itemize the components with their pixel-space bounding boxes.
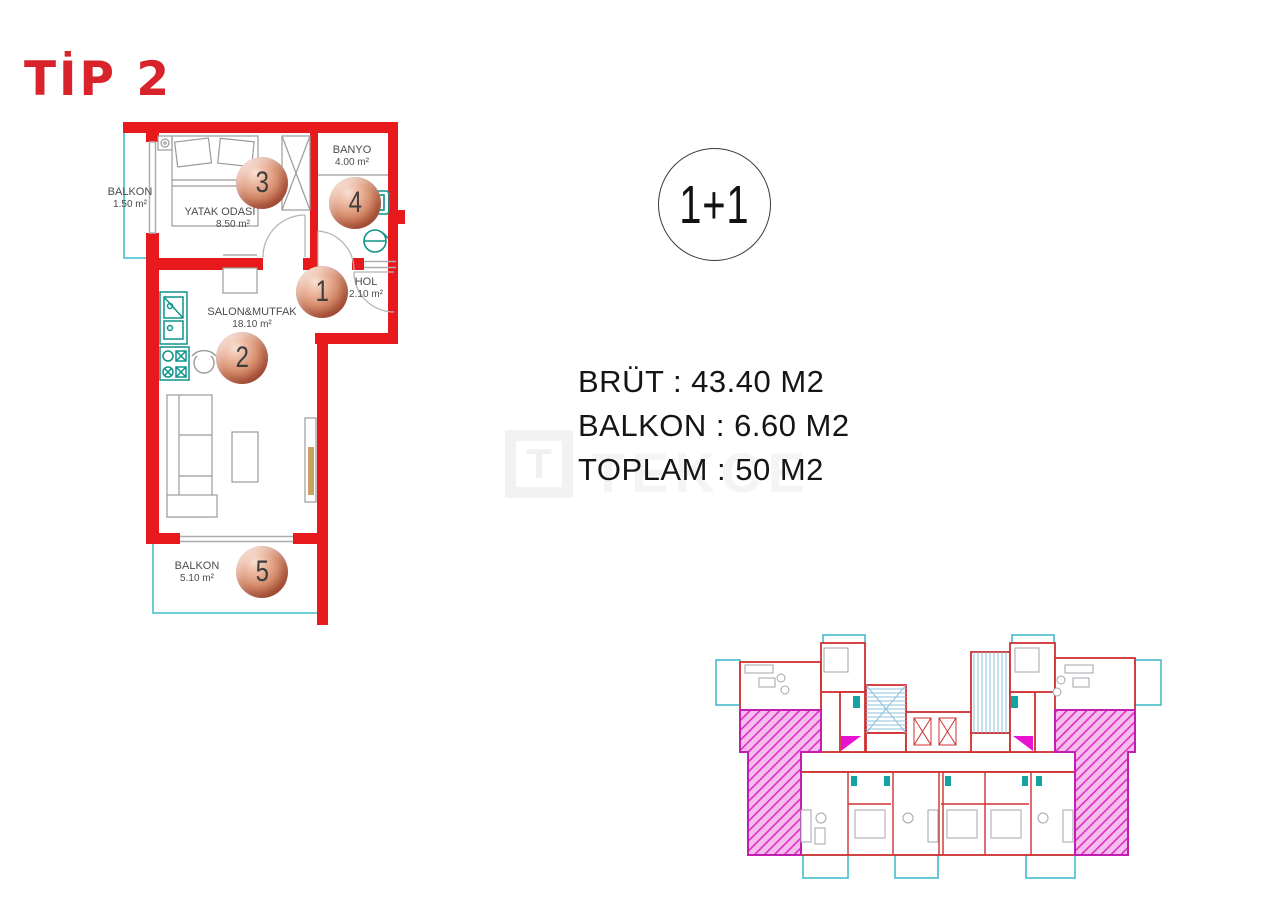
spec-toplam: TOPLAM : 50 M2: [578, 452, 824, 487]
room-marker-4: 4: [329, 177, 381, 229]
watermark: T TEKCE: [505, 430, 811, 505]
room-label-balkon-bottom: BALKON 5.10 m²: [174, 560, 220, 584]
unit-type-badge: 1+1: [658, 148, 771, 261]
overview-unit-walls: [820, 662, 1032, 855]
page-title: TİP 2: [24, 52, 173, 107]
tv-unit-icon: [304, 417, 317, 503]
overview-balconies: [715, 634, 1162, 879]
spec-balkon: BALKON : 6.60 M2: [578, 408, 850, 443]
overview-floor-plan: [715, 634, 1162, 879]
staircase-right-icon: [973, 652, 1007, 733]
bedroom-door-arc: [262, 214, 306, 258]
entry-door-arc: [353, 271, 395, 313]
nightstand-lamp-icon: [157, 135, 173, 151]
room-label-balkon-left: BALKON 1.50 m²: [107, 186, 153, 210]
coffee-table-icon: [231, 431, 259, 483]
highlighted-unit-right: [1013, 709, 1136, 856]
room-marker-2: 2: [216, 332, 268, 384]
bathroom-door-arc: [317, 230, 355, 271]
washbasin-icon: [363, 229, 389, 253]
room-label-banyo: BANYO 4.00 m²: [332, 144, 372, 168]
wardrobe-icon: [281, 135, 311, 211]
balcony-lines: [123, 133, 317, 614]
dining-counter-icon: [222, 254, 258, 294]
room-label-yatak-odasi: YATAK ODASI 8.50 m²: [184, 206, 256, 230]
area-specs: BRÜT : 43.40 M2 BALKON : 6.60 M2 TOPLAM …: [578, 360, 850, 492]
room-label-hol: HOL 2.10 m²: [349, 276, 383, 300]
spec-brut: BRÜT : 43.40 M2: [578, 364, 825, 399]
room-label-salon-mutfak: SALON&MUTFAK 18.10 m²: [207, 306, 297, 330]
room-marker-1: 1: [296, 266, 348, 318]
kitchen-sink-icon: [159, 291, 188, 345]
window-lines: [148, 141, 396, 543]
overview-furniture: [744, 647, 1094, 845]
door-arcs: [262, 214, 395, 313]
elevator-icons: [913, 717, 957, 746]
staircase-left-icon: [865, 684, 907, 734]
room-marker-5: 5: [236, 546, 288, 598]
watermark-logo-icon: T: [505, 430, 573, 498]
sofa-icon: [166, 394, 218, 518]
stove-icon: [159, 346, 190, 381]
overview-fixtures: [851, 696, 1042, 786]
room-marker-3: 3: [236, 157, 288, 209]
